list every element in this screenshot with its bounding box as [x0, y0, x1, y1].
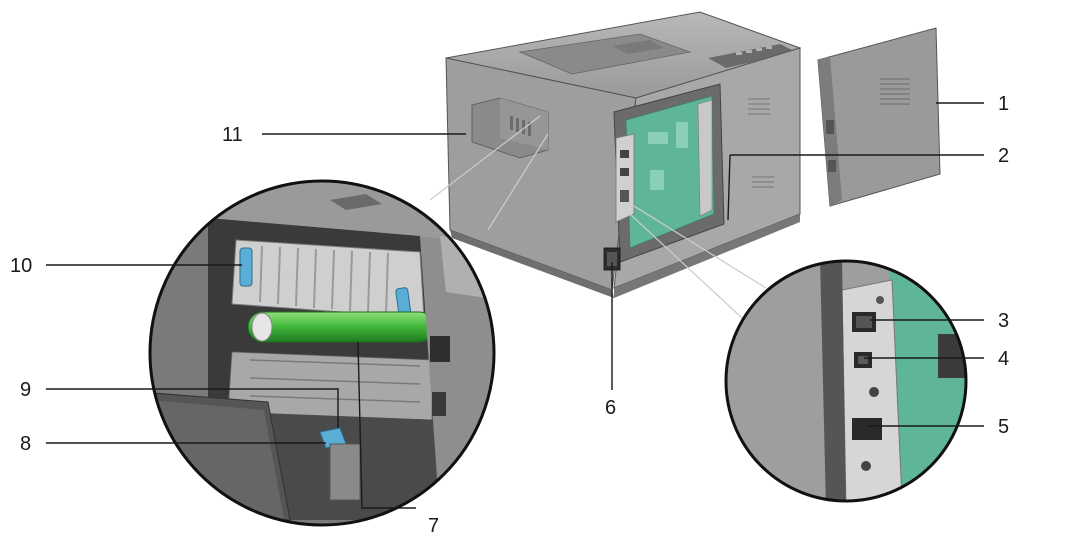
leader-lines [46, 102, 984, 509]
callout-5: 5 [998, 416, 1009, 438]
leader-9 [46, 388, 339, 428]
leader-2-drop [727, 154, 731, 221]
callout-10: 10 [10, 255, 32, 277]
callout-8: 8 [20, 433, 31, 455]
callout-labels: 1 2 3 4 5 6 7 8 9 10 11 [10, 93, 1009, 537]
zoom-guides [429, 115, 767, 319]
interface-ports-detail-inset [724, 259, 968, 503]
callout-3: 3 [998, 310, 1009, 332]
callout-11: 11 [222, 124, 243, 146]
side-cover [817, 27, 941, 207]
callout-4: 4 [998, 348, 1009, 370]
callout-1: 1 [998, 93, 1009, 115]
rear-door-detail-inset [148, 179, 496, 527]
callout-7: 7 [428, 515, 439, 537]
printer-body [445, 11, 802, 298]
callout-9: 9 [20, 379, 31, 401]
callout-6: 6 [605, 397, 616, 419]
leader-7 [357, 341, 416, 509]
callout-2: 2 [998, 145, 1009, 167]
